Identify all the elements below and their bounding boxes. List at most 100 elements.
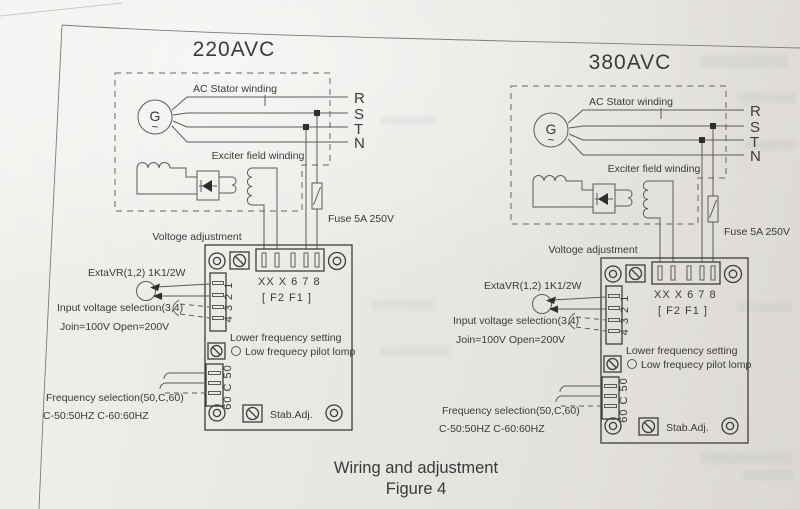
- terminal-50: [604, 384, 617, 388]
- f2-f1-label: [ F2 F1 ]: [262, 292, 312, 304]
- rotor-coil-feed-wire: [566, 180, 593, 191]
- phase-line-t: [568, 133, 744, 141]
- terminal-1: [608, 294, 620, 298]
- frequency-terminal-block: [601, 376, 620, 420]
- terminal-3: [212, 305, 224, 309]
- frequency-selection-label: Frequency selection(50,C,60): [46, 392, 184, 404]
- mounting-hole-bottom-right: [325, 404, 343, 422]
- lower-frequency-label: Lower frequency setting: [230, 332, 342, 344]
- phase-label-t: T: [354, 121, 363, 138]
- avr-wiring-diagram: 220AVC AC Stator winding G ~ R S T N: [43, 38, 394, 431]
- terminal-c: [208, 381, 221, 385]
- ghost-smudge: [745, 140, 795, 150]
- fuse-symbol: [707, 195, 719, 223]
- lower-frequency-screw: [603, 355, 622, 373]
- mounting-hole-top-left: [208, 252, 226, 270]
- phase-label-s: S: [354, 106, 364, 123]
- terminal-7: [699, 265, 705, 281]
- selection-brace: [568, 312, 576, 330]
- mounting-hole-top-left: [604, 265, 622, 283]
- terminal-xx: [261, 252, 267, 268]
- input-terminal-numbers: 4 3 2 1: [619, 295, 631, 336]
- rectifier-box: [592, 183, 616, 214]
- external-vr-symbol: [136, 281, 211, 301]
- junction-dot-s: [314, 110, 320, 116]
- junction-dot-t: [303, 124, 309, 130]
- fuse-element: [709, 199, 717, 219]
- generator-letter: G: [546, 121, 557, 137]
- exciter-winding-label: Exciter field winding: [212, 150, 305, 162]
- rotor-coil: [136, 162, 171, 169]
- input-voltage-label: Input voltage selection(3,4): [57, 302, 183, 314]
- mounting-hole-top-right: [327, 251, 347, 271]
- phase-label-r: R: [750, 103, 761, 120]
- mounting-hole-bottom-left: [208, 404, 226, 422]
- terminal-row-label: XX X 6 7 8: [654, 289, 717, 301]
- extavr-label: ExtaVR(1,2) 1K1/2W: [484, 280, 582, 292]
- diode-triangle: [202, 180, 212, 192]
- input-terminal-numbers: 4 3 2 1: [223, 282, 235, 323]
- field-wire-to-terminal-xx: [648, 217, 661, 262]
- terminal-60: [208, 391, 221, 395]
- exciter-winding-label: Exciter field winding: [608, 163, 701, 175]
- stator-output-lines: [567, 109, 744, 156]
- exciter-armature-coil: [231, 176, 237, 194]
- ghost-smudge: [380, 116, 436, 125]
- terminal-6: [290, 252, 296, 268]
- terminal-x: [670, 265, 676, 281]
- voltage-adjustment-label: Voltoge adjustment: [548, 244, 637, 256]
- terminal-2: [212, 293, 224, 297]
- frequency-terminal-numbers: 60 C 50: [618, 377, 630, 423]
- stability-adjust-screw: [242, 404, 263, 423]
- join-open-label: Join=100V Open=200V: [456, 334, 565, 346]
- fuse-label: Fuse 5A 250V: [328, 213, 394, 225]
- diagram-title: 380AVC: [589, 51, 672, 74]
- fuse-element: [313, 186, 321, 206]
- mounting-hole-top-right: [723, 264, 743, 284]
- generator-circle: [137, 99, 173, 135]
- phase-label-n: N: [354, 135, 365, 152]
- generator-ac-tilde: ~: [151, 120, 158, 134]
- figure-frame-top: [61, 24, 800, 49]
- exciter-circuit: [532, 175, 674, 262]
- generator-letter: G: [150, 108, 161, 124]
- vr-arrow-1: [546, 296, 556, 304]
- ghost-smudge: [700, 452, 792, 464]
- vr-arrow-1: [150, 283, 160, 291]
- paper-edge-crease: [0, 2, 123, 17]
- phase-line-r: [171, 96, 348, 111]
- voltage-adjustment-label: Voltoge adjustment: [152, 231, 241, 243]
- phase-label-r: R: [354, 90, 365, 107]
- phase-label-t: T: [750, 134, 759, 151]
- input-voltage-label: Input voltage selection(3,4): [453, 315, 579, 327]
- lower-frequency-screw: [207, 342, 226, 360]
- pilot-lamp-label: Low frequecy pilot lomp: [245, 346, 355, 358]
- frequency-selection-label: Frequency selection(50,C,60): [442, 405, 580, 417]
- voltage-adjust-screw: [625, 264, 646, 283]
- phase-label-s: S: [750, 119, 760, 136]
- rotor-coil-return-wire: [532, 181, 593, 208]
- exciter-armature-coil: [627, 189, 633, 207]
- terminal-60: [604, 404, 617, 408]
- mounting-hole-bottom-right: [721, 417, 739, 435]
- terminal-2: [608, 306, 620, 310]
- field-wire-to-terminal-xx: [252, 204, 265, 249]
- figure-caption: Wiring and adjustment: [334, 459, 499, 477]
- terminal-8: [314, 252, 320, 268]
- diode-triangle: [598, 193, 608, 205]
- mounting-hole-bottom-left: [604, 417, 622, 435]
- generator-circle: [533, 112, 569, 148]
- ghost-smudge: [380, 346, 450, 356]
- stab-adj-label: Stab.Adj.: [270, 409, 313, 421]
- vr-arrow-2: [549, 305, 558, 313]
- rotating-rectifier: [592, 183, 616, 214]
- phase-line-s: [172, 112, 348, 116]
- extavr-label: ExtaVR(1,2) 1K1/2W: [88, 267, 186, 279]
- junction-dot-t: [699, 137, 705, 143]
- ghost-smudge: [738, 93, 796, 103]
- generator-dashed-enclosure: [510, 85, 727, 225]
- terminal-3: [608, 318, 620, 322]
- stator-winding-label: AC Stator winding: [193, 83, 277, 95]
- figure-number: Figure 4: [386, 480, 447, 498]
